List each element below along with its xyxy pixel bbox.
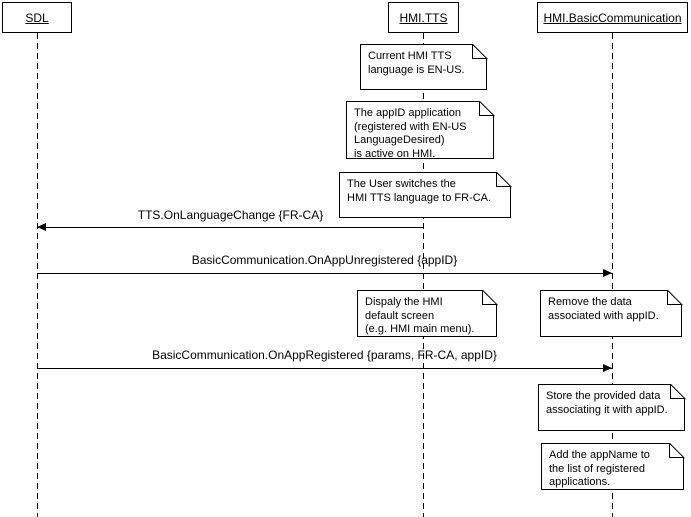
- note-fold-icon: [670, 384, 685, 399]
- actor-box-hmi-basiccommunication: HMI.BasicCommunication: [537, 2, 688, 33]
- note-text: Remove the data associated with appID.: [548, 296, 659, 322]
- note-text: Dispaly the HMI default screen (e.g. HMI…: [365, 296, 475, 335]
- actor-label-sdl: SDL: [25, 10, 49, 25]
- message-line: [37, 273, 612, 274]
- note-display-default-screen: Dispaly the HMI default screen (e.g. HMI…: [357, 290, 497, 337]
- note-user-switches-language: The User switches the HMI TTS language t…: [339, 172, 511, 218]
- actor-label-hmi-basiccommunication: HMI.BasicCommunication: [543, 10, 682, 25]
- note-text: Current HMI TTS language is EN-US.: [368, 50, 465, 76]
- message-label: BasicCommunication.OnAppRegistered {para…: [152, 348, 497, 362]
- lifeline-hmi-tts: [423, 33, 424, 517]
- note-text: The appID application (registered with E…: [354, 107, 467, 160]
- arrowhead-right-icon: [603, 269, 612, 277]
- note-appid-registered: The appID application (registered with E…: [346, 101, 494, 160]
- note-fold-icon: [669, 443, 684, 458]
- note-text: Store the provided data associating it w…: [546, 390, 668, 416]
- note-fold-icon: [472, 44, 487, 59]
- note-fold-icon: [667, 290, 682, 305]
- note-store-data: Store the provided data associating it w…: [538, 384, 685, 431]
- lifeline-sdl: [37, 33, 38, 517]
- actor-box-hmi-tts: HMI.TTS: [388, 2, 459, 33]
- message-line: [37, 227, 424, 228]
- note-text: The User switches the HMI TTS language t…: [347, 178, 492, 204]
- note-add-appname: Add the appName to the list of registere…: [541, 443, 684, 490]
- note-remove-data: Remove the data associated with appID.: [540, 290, 682, 337]
- lifeline-hmi-basiccommunication: [612, 33, 613, 517]
- message-label: BasicCommunication.OnAppUnregistered {ap…: [191, 253, 458, 267]
- note-fold-icon: [482, 290, 497, 305]
- note-current-tts-language: Current HMI TTS language is EN-US.: [360, 44, 487, 90]
- arrowhead-left-icon: [37, 223, 46, 231]
- actor-box-sdl: SDL: [2, 2, 72, 33]
- message-label: TTS.OnLanguageChange {FR-CA}: [137, 208, 324, 222]
- arrowhead-right-icon: [603, 364, 612, 372]
- note-text: Add the appName to the list of registere…: [549, 449, 650, 488]
- note-fold-icon: [479, 101, 494, 116]
- actor-label-hmi-tts: HMI.TTS: [399, 10, 448, 25]
- note-fold-icon: [496, 172, 511, 187]
- message-line: [37, 368, 612, 369]
